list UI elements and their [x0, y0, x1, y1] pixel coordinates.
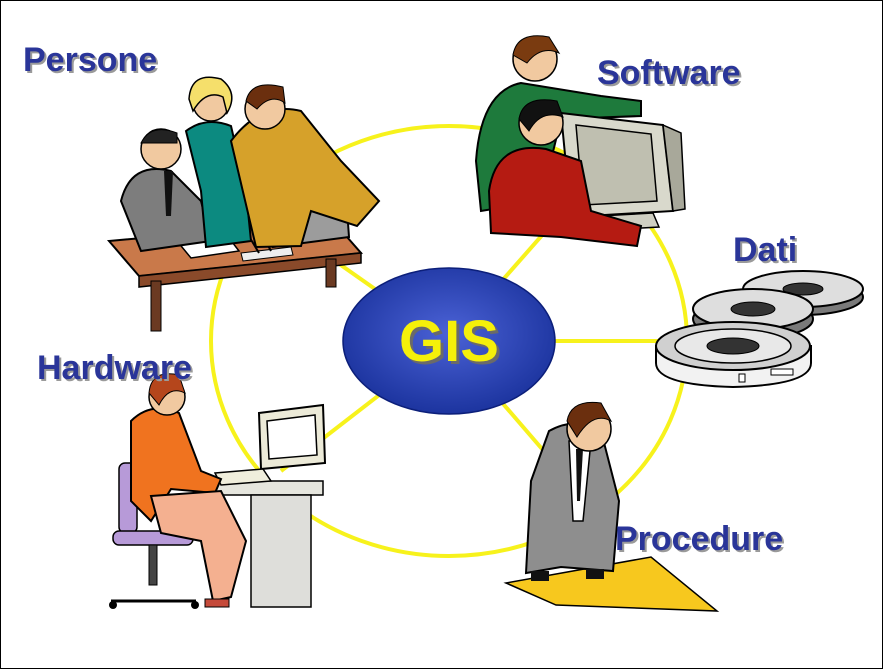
- gis-label: GIS: [399, 309, 499, 374]
- person-reading-map-icon: [503, 401, 720, 612]
- label-procedure: Procedure: [615, 520, 784, 558]
- label-hardware: Hardware: [37, 349, 192, 387]
- woman-at-computer-icon: [109, 373, 327, 609]
- data-disks-icon: [655, 270, 864, 389]
- gis-label-shadow: GIS: [402, 312, 502, 377]
- label-software: Software: [597, 54, 741, 92]
- label-dati: Dati: [733, 231, 798, 269]
- gis-center-node: GIS GIS: [342, 267, 556, 415]
- computer-users-icon: [474, 35, 686, 248]
- label-persone: Persone: [23, 41, 158, 79]
- people-meeting-icon: [106, 76, 381, 332]
